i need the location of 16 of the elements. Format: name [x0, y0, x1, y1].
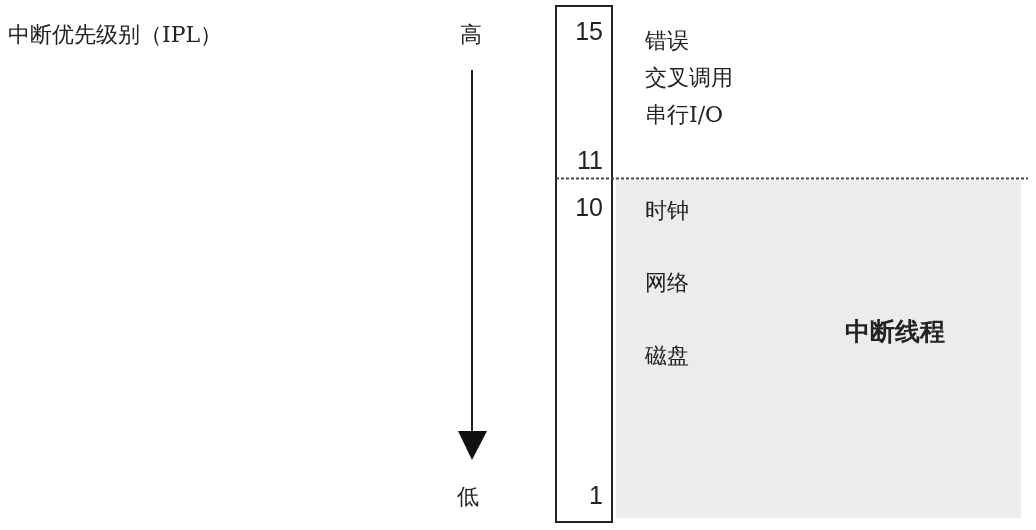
- source-label: 错误: [645, 30, 689, 52]
- source-label: 网络: [645, 272, 689, 294]
- source-label: 串行I/O: [645, 104, 724, 126]
- high-label: 高: [460, 24, 482, 46]
- priority-column: [555, 5, 613, 523]
- region-label: 中断线程: [845, 319, 945, 344]
- source-label: 时钟: [645, 200, 689, 222]
- source-label: 磁盘: [645, 345, 689, 367]
- axis-title: 中断优先级别（IPL）: [8, 24, 223, 46]
- source-label: 交叉调用: [645, 67, 733, 89]
- level-number: 11: [577, 148, 603, 173]
- level-number: 1: [589, 483, 603, 508]
- level-number: 15: [575, 19, 603, 44]
- level-number: 10: [575, 195, 603, 220]
- shaded-region: [616, 180, 1021, 518]
- low-label: 低: [457, 486, 479, 508]
